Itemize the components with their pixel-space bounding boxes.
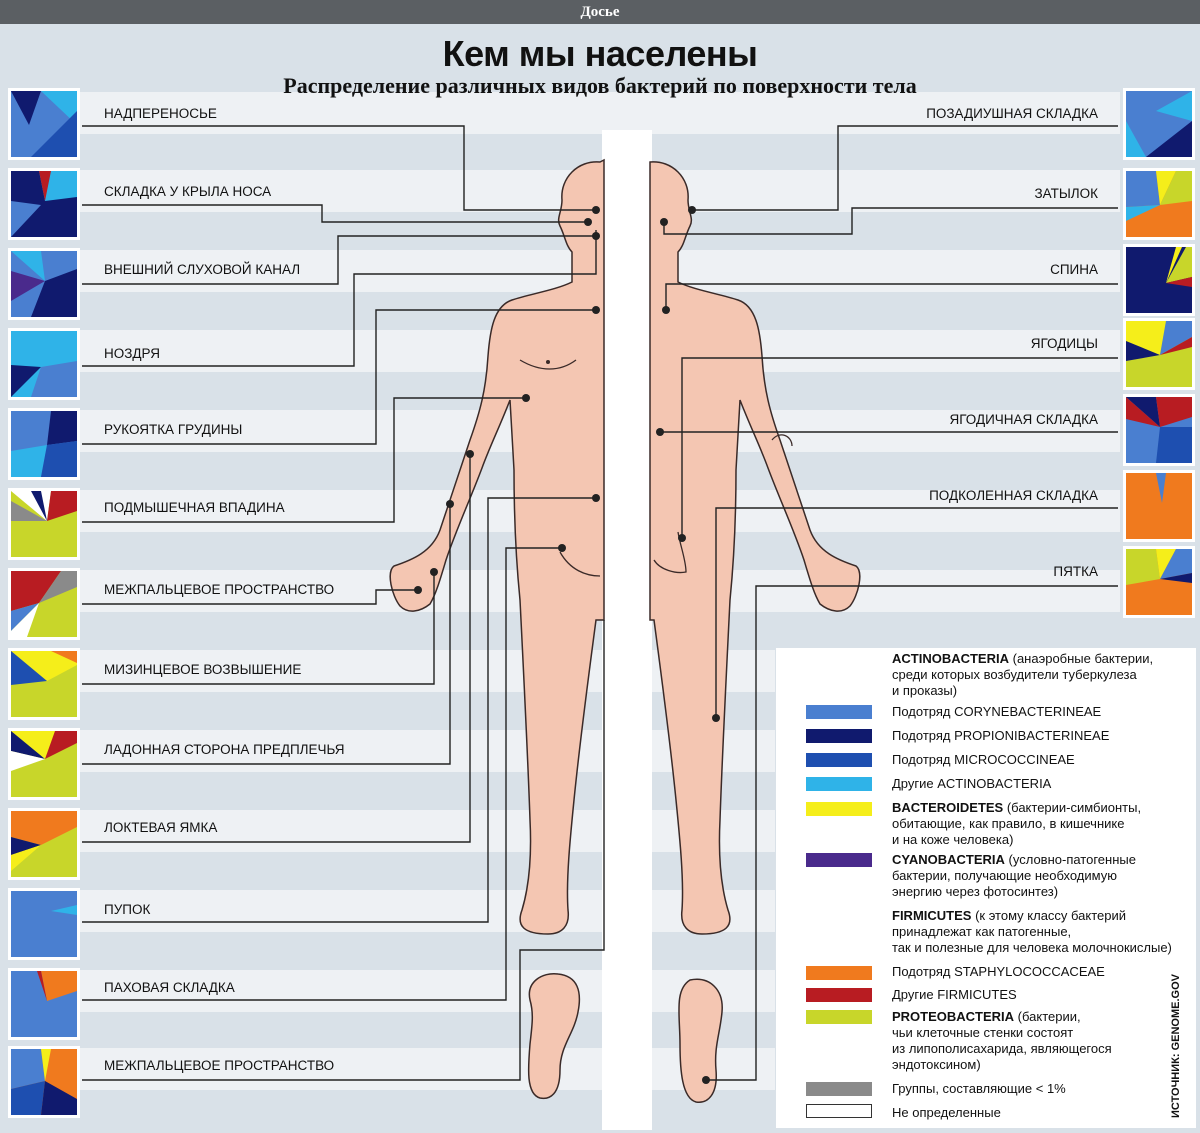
legend-actino-heading: ACTINOBACTERIA (анаэробные бактерии, bbox=[892, 651, 1154, 666]
legend-firm-desc3: так и полезные для человека молочнокислы… bbox=[892, 940, 1172, 955]
swatch-undefined bbox=[806, 1104, 872, 1118]
legend-other-actino: Другие ACTINOBACTERIA bbox=[892, 776, 1052, 791]
label-pyatka: ПЯТКА bbox=[1053, 564, 1098, 579]
legend-firm-desc2: принадлежат как патогенные, bbox=[892, 924, 1072, 939]
swatch-other-firmicutes bbox=[806, 988, 872, 1002]
legend-micrococcineae: Подотряд MICROCOCCINEAE bbox=[892, 752, 1075, 767]
legend-prot-desc3: из липополисахарида, являющегося bbox=[892, 1041, 1112, 1056]
label-nozdrya: НОЗДРЯ bbox=[104, 346, 161, 361]
chart-pupok bbox=[8, 888, 80, 960]
label-pupok: ПУПОК bbox=[104, 902, 151, 917]
legend-prot-desc4: эндотоксином) bbox=[892, 1057, 981, 1072]
main-title: Кем мы населены bbox=[442, 33, 758, 74]
legend-bacteroidetes: BACTEROIDETES (бактерии-симбионты, bbox=[892, 800, 1142, 815]
swatch-proteobacteria bbox=[806, 1010, 872, 1024]
chart-sluhovoy-kanal bbox=[8, 248, 80, 320]
chart-yagodichnaya bbox=[1123, 394, 1195, 466]
label-mezhpaltsevoe-ruka: МЕЖПАЛЬЦЕВОЕ ПРОСТРАНСТВО bbox=[104, 582, 335, 597]
chart-loktevaya bbox=[8, 808, 80, 880]
label-skladka-nosa: СКЛАДКА У КРЫЛА НОСА bbox=[104, 184, 272, 199]
band bbox=[80, 730, 775, 772]
swatch-micrococcineae bbox=[806, 753, 872, 767]
chart-podkolennaya bbox=[1123, 470, 1195, 542]
label-yagoditsy: ЯГОДИЦЫ bbox=[1030, 336, 1098, 351]
legend-panel bbox=[776, 648, 1196, 1128]
band bbox=[80, 970, 775, 1012]
subtitle: Распределение различных видов бактерий п… bbox=[283, 73, 917, 98]
label-yagodichnaya: ЯГОДИЧНАЯ СКЛАДКА bbox=[949, 412, 1098, 427]
label-sluhovoy-kanal: ВНЕШНИЙ СЛУХОВОЙ КАНАЛ bbox=[104, 262, 301, 277]
chart-mezhpaltsevoe-noga bbox=[8, 1046, 80, 1118]
swatch-other-actino bbox=[806, 777, 872, 791]
label-pozadiushnaya: ПОЗАДИУШНАЯ СКЛАДКА bbox=[926, 106, 1098, 121]
legend-lt1: Группы, составляющие < 1% bbox=[892, 1081, 1066, 1096]
front-body bbox=[389, 158, 605, 935]
legend-cyano-desc2: бактерии, получающие необходимую bbox=[892, 868, 1117, 883]
chart-ladonnaya bbox=[8, 728, 80, 800]
chart-pahovaya bbox=[8, 968, 80, 1040]
legend-corynebacterineae: Подотряд CORYNEBACTERINEAE bbox=[892, 704, 1102, 719]
swatch-propionibacterineae bbox=[806, 729, 872, 743]
label-spina: СПИНА bbox=[1050, 262, 1098, 277]
back-foot bbox=[678, 978, 723, 1103]
chart-pyatka bbox=[1123, 546, 1195, 618]
back-body bbox=[649, 161, 861, 935]
label-nadperenosye: НАДПЕРЕНОСЬЕ bbox=[104, 106, 217, 121]
legend-cyano-desc3: энергию через фотосинтез) bbox=[892, 884, 1059, 899]
label-rukoyatka-grudiny: РУКОЯТКА ГРУДИНЫ bbox=[104, 422, 243, 437]
band bbox=[80, 1048, 775, 1090]
chart-mizintsevoe bbox=[8, 648, 80, 720]
legend-proteobacteria: PROTEOBACTERIA (бактерии, bbox=[892, 1009, 1081, 1024]
chart-rukoyatka bbox=[8, 408, 80, 480]
label-ladonnaya: ЛАДОННАЯ СТОРОНА ПРЕДПЛЕЧЬЯ bbox=[104, 742, 345, 757]
band bbox=[80, 890, 775, 932]
chart-pozadiushnaya bbox=[1123, 88, 1195, 160]
front-back-divider bbox=[602, 130, 652, 1130]
chart-nadperenosye bbox=[8, 88, 80, 160]
legend-actino-desc2: среди которых возбудители туберкулеза bbox=[892, 667, 1137, 682]
chart-mezhpaltsevoe-ruka bbox=[8, 568, 80, 640]
legend-firmicutes: FIRMICUTES (к этому классу бактерий bbox=[892, 908, 1127, 923]
legend-other-firmicutes: Другие FIRMICUTES bbox=[892, 987, 1017, 1002]
label-loktevaya: ЛОКТЕВАЯ ЯМКА bbox=[104, 820, 218, 835]
leader-lines-right bbox=[660, 125, 1118, 1081]
chart-zatylok bbox=[1123, 168, 1195, 240]
chart-yagoditsy bbox=[1123, 318, 1195, 390]
band bbox=[80, 810, 775, 852]
swatch-corynebacterineae bbox=[806, 705, 872, 719]
source-credit: ИСТОЧНИК: GENOME.GOV bbox=[1170, 974, 1182, 1118]
legend-cyanobacteria: CYANOBACTERIA (условно-патогенные bbox=[892, 852, 1136, 867]
label-mizintsevoe: МИЗИНЦЕВОЕ ВОЗВЫШЕНИЕ bbox=[104, 662, 302, 677]
swatch-cyanobacteria bbox=[806, 853, 872, 867]
swatch-lt1 bbox=[806, 1082, 872, 1096]
legend-bact-desc3: и на коже человека) bbox=[892, 832, 1014, 847]
legend-staphylococcaceae: Подотряд STAPHYLOCOCCACEAE bbox=[892, 964, 1105, 979]
label-mezhpaltsevoe-noga: МЕЖПАЛЬЦЕВОЕ ПРОСТРАНСТВО bbox=[104, 1058, 335, 1073]
legend-propionibacterineae: Подотряд PROPIONIBACTERINEAE bbox=[892, 728, 1110, 743]
legend-undefined: Не определенные bbox=[892, 1105, 1001, 1120]
label-zatylok: ЗАТЫЛОК bbox=[1034, 186, 1098, 201]
swatch-staphylococcaceae bbox=[806, 966, 872, 980]
label-podkolennaya: ПОДКОЛЕННАЯ СКЛАДКА bbox=[929, 488, 1098, 503]
front-foot bbox=[527, 973, 581, 1100]
swatch-bacteroidetes bbox=[806, 802, 872, 816]
chart-spina bbox=[1123, 244, 1195, 316]
chart-nozdrya bbox=[8, 328, 80, 400]
chart-skladka-nosa bbox=[8, 168, 80, 240]
band bbox=[80, 92, 1120, 134]
section-header: Досье bbox=[0, 0, 1200, 24]
marker-dots bbox=[414, 206, 720, 1084]
legend-actino-desc3: и проказы) bbox=[892, 683, 958, 698]
leader-lines-left bbox=[82, 125, 605, 1081]
legend-bact-desc2: обитающие, как правило, в кишечнике bbox=[892, 816, 1125, 831]
label-podmyshechnaya: ПОДМЫШЕЧНАЯ ВПАДИНА bbox=[104, 500, 285, 515]
chart-podmyshechnaya bbox=[8, 488, 80, 560]
legend-prot-desc2: чьи клеточные стенки состоят bbox=[892, 1025, 1074, 1040]
label-pahovaya: ПАХОВАЯ СКЛАДКА bbox=[104, 980, 235, 995]
